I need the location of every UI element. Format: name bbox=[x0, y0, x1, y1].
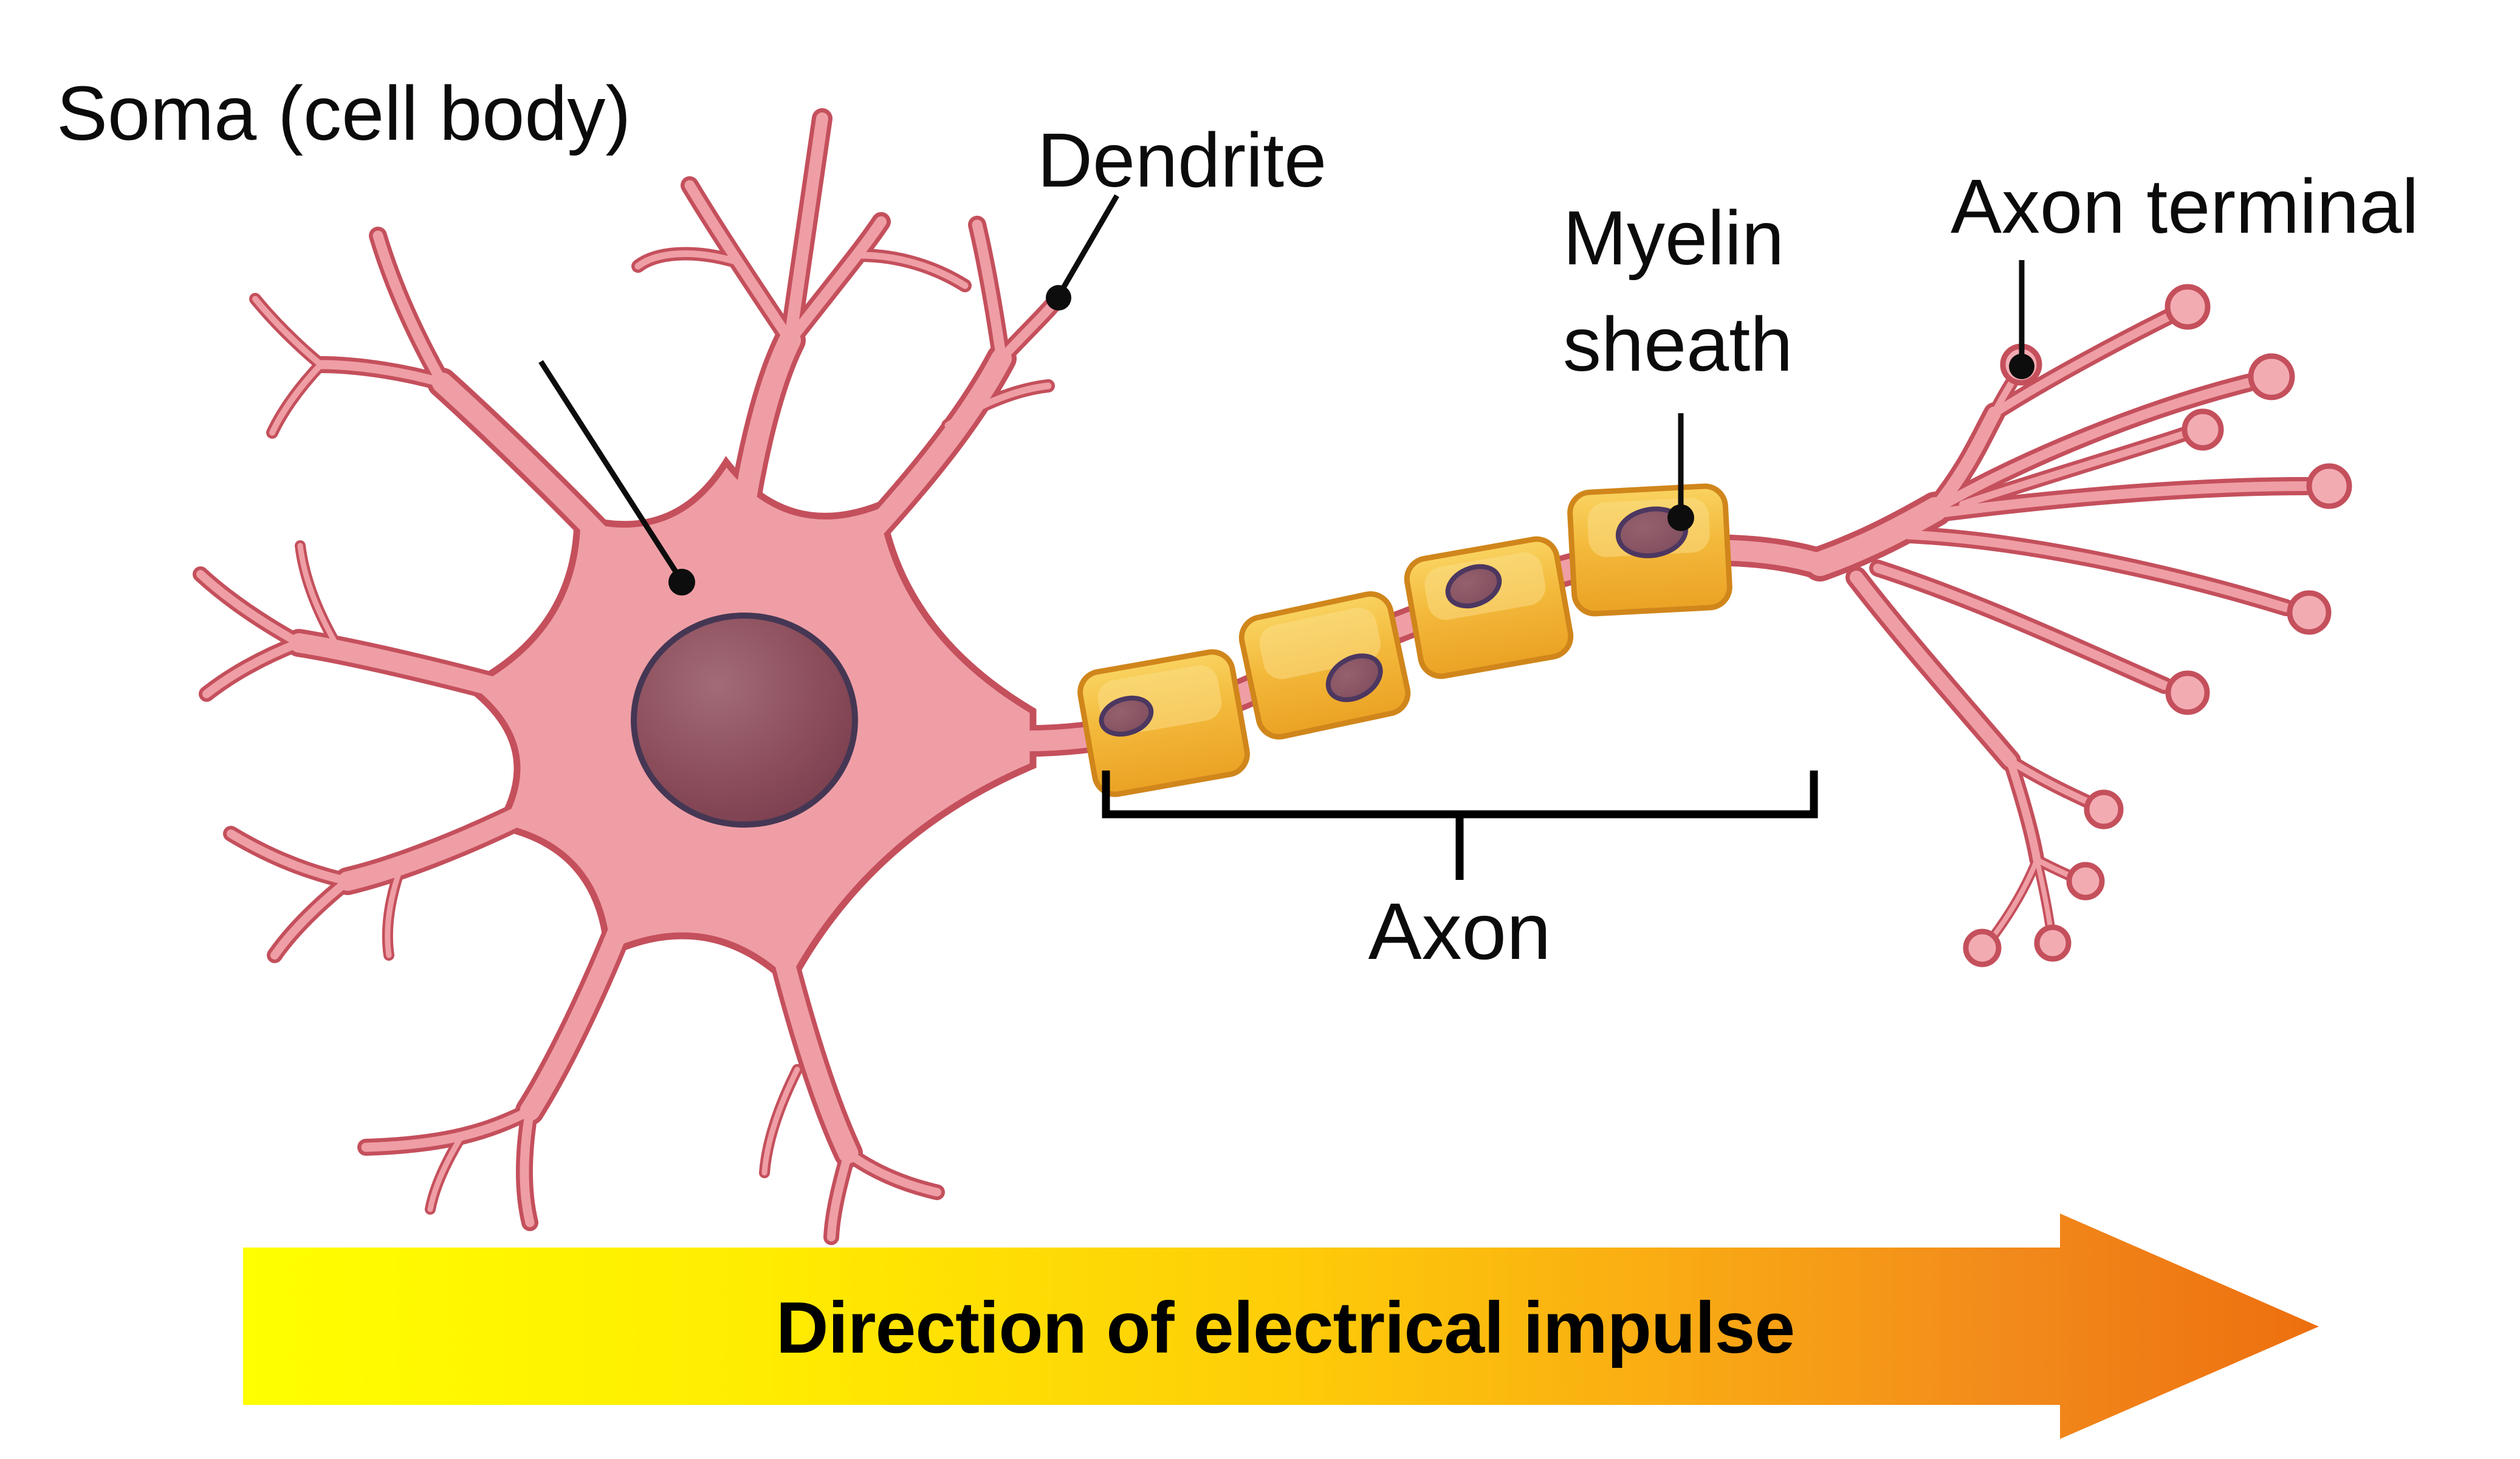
nucleus bbox=[631, 613, 858, 828]
soma-leader-line bbox=[538, 360, 682, 579]
label-myelin-line2: sheath bbox=[1563, 301, 1793, 387]
label-axon: Axon bbox=[1368, 887, 1551, 976]
myelin-segment-1 bbox=[1077, 649, 1250, 797]
bouton bbox=[1963, 929, 2002, 967]
bouton bbox=[2248, 353, 2295, 400]
soma-leader-dot bbox=[668, 569, 695, 596]
bouton bbox=[2182, 408, 2224, 451]
myelin-leader-dot bbox=[1667, 504, 1694, 531]
myelin-segment-3 bbox=[1404, 536, 1574, 679]
bouton bbox=[2165, 670, 2210, 715]
label-axon-terminal: Axon terminal bbox=[1951, 163, 2419, 249]
label-myelin-line1: Myelin bbox=[1563, 195, 1784, 281]
arrow-head bbox=[2060, 1214, 2319, 1439]
leader-lines bbox=[538, 194, 2034, 880]
label-soma: Soma (cell body) bbox=[57, 70, 631, 156]
bouton bbox=[2165, 284, 2211, 330]
axon-terminal-leader-dot bbox=[2009, 354, 2034, 379]
axon-bracket bbox=[1102, 771, 1818, 880]
bouton bbox=[2066, 862, 2105, 901]
neuron bbox=[201, 118, 2352, 1237]
label-dendrite: Dendrite bbox=[1037, 117, 1327, 203]
bouton bbox=[2034, 924, 2072, 962]
labels: Soma (cell body) Dendrite Myelin sheath … bbox=[57, 70, 2419, 976]
bouton bbox=[2287, 590, 2332, 635]
bouton bbox=[2084, 789, 2124, 829]
myelin-segment-4 bbox=[1567, 483, 1732, 617]
axon-terminal-fills bbox=[1820, 315, 2306, 941]
myelin-segment-2 bbox=[1238, 591, 1411, 740]
label-direction: Direction of electrical impulse bbox=[776, 1287, 1794, 1368]
dendrite-leader-line bbox=[1058, 194, 1119, 295]
direction-arrow: Direction of electrical impulse bbox=[243, 1214, 2319, 1439]
bouton bbox=[2306, 463, 2352, 509]
dendrite-leader-dot bbox=[1046, 285, 1071, 311]
arrow-body bbox=[243, 1248, 2060, 1405]
